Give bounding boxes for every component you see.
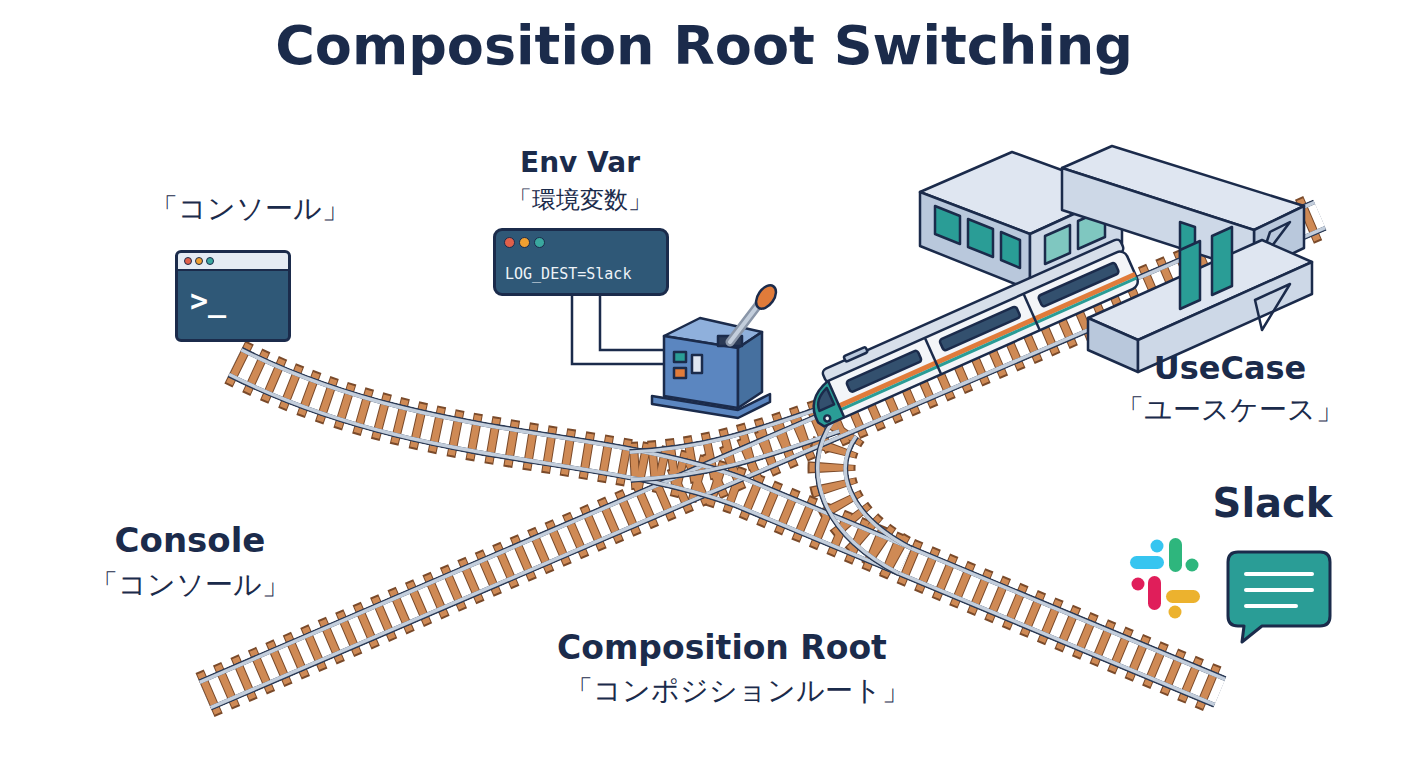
slack-logo-part: [1166, 590, 1200, 603]
slack-logo-part: [1132, 578, 1145, 591]
track-label: Console: [0, 520, 490, 560]
chat-bubble-part: [1228, 552, 1330, 642]
station-building-part: [920, 192, 1030, 290]
train-part: [812, 388, 834, 411]
rails-part: [205, 215, 1320, 695]
chat-bubble-part: [1246, 588, 1312, 592]
window-dot: [504, 237, 515, 248]
train-part: [823, 249, 1141, 420]
station-platform-part: [1180, 241, 1200, 309]
train: [798, 234, 1141, 428]
station-platform-part: [1212, 227, 1232, 295]
signal-wires: [572, 296, 668, 364]
window-dot: [206, 257, 214, 265]
switch-lever-part: [752, 282, 780, 312]
slack-node: Slack: [1110, 478, 1350, 648]
switch-lever: [652, 282, 780, 418]
rail-ties-part: [630, 418, 835, 466]
track-label-ja: 「コンソール」: [0, 566, 490, 604]
junction-label-ja: 「コンポジションルート」: [437, 672, 1037, 710]
rail-ties-part: [205, 215, 1320, 695]
train-part: [1024, 294, 1040, 331]
switch-lever-part: [692, 355, 702, 373]
slack-logo-part: [1151, 540, 1164, 553]
station-building-part: [1045, 225, 1070, 264]
env-var-node: Env Var 「環境変数」 LOG_DEST=Slack: [460, 140, 700, 300]
chat-bubble: [1228, 552, 1330, 642]
station-building-part: [935, 206, 960, 244]
window-dot: [519, 237, 530, 248]
window-dot: [184, 257, 192, 265]
slack-logo-part: [1169, 606, 1182, 619]
train-part: [804, 381, 844, 428]
train-part: [843, 347, 867, 362]
station-platform-part: [1088, 318, 1138, 372]
slack-logo-part: [1169, 538, 1182, 572]
window-dot: [195, 257, 203, 265]
slack-logo-part: [1130, 556, 1164, 569]
prompt-text: >_: [190, 283, 226, 318]
rails-part: [832, 428, 906, 561]
junction-label: Composition Root: [422, 628, 1022, 667]
env-value: LOG_DEST=Slack: [505, 265, 631, 283]
slack-logo-part: [1148, 576, 1161, 610]
rails-part: [630, 418, 835, 466]
signal-wires-part: [572, 296, 668, 364]
chat-bubble-part: [1246, 604, 1296, 608]
diagram-title: Composition Root Switching: [0, 14, 1408, 77]
rails-part: [235, 362, 1220, 692]
env-screen: LOG_DEST=Slack: [493, 228, 669, 296]
switch-lever-part: [674, 352, 686, 362]
station-platform-part: [1255, 284, 1290, 330]
node-subheading: 「ユースケース」: [1110, 391, 1350, 429]
slack-logo-part: [1186, 559, 1199, 572]
node-heading: Env Var: [460, 146, 700, 179]
train-part: [835, 276, 1138, 413]
console-window-node: 「コンソール」 >_: [110, 190, 390, 352]
rails: [205, 215, 1320, 695]
node-subheading: 「環境変数」: [460, 184, 700, 216]
station-building-part: [1001, 232, 1020, 268]
window-dot: [534, 237, 545, 248]
station-building-part: [968, 219, 993, 257]
switch-lever-part: [674, 368, 686, 378]
slack-logo: [1130, 538, 1200, 619]
chat-bubble-part: [1246, 572, 1312, 576]
rail-ties-part: [630, 418, 835, 466]
node-heading: Slack: [1205, 480, 1340, 526]
rail-ties: [205, 215, 1320, 695]
signal-wires-part: [600, 296, 668, 350]
train-part: [925, 338, 941, 375]
node-heading: UseCase: [1110, 349, 1350, 387]
rails-part: [235, 362, 1220, 692]
usecase-station-node: UseCase 「ユースケース」: [1110, 345, 1350, 435]
rail-ties-part: [235, 362, 1220, 692]
rails-part: [630, 418, 835, 466]
terminal-window: >_: [175, 250, 291, 342]
switch-lever-part: [652, 394, 770, 418]
node-heading: 「コンソール」: [110, 190, 390, 228]
train-part: [823, 414, 831, 422]
rails-part: [205, 215, 1320, 695]
rails-part: [832, 428, 906, 561]
rail-ties-part: [235, 362, 1220, 692]
rail-ties-part: [205, 215, 1320, 695]
